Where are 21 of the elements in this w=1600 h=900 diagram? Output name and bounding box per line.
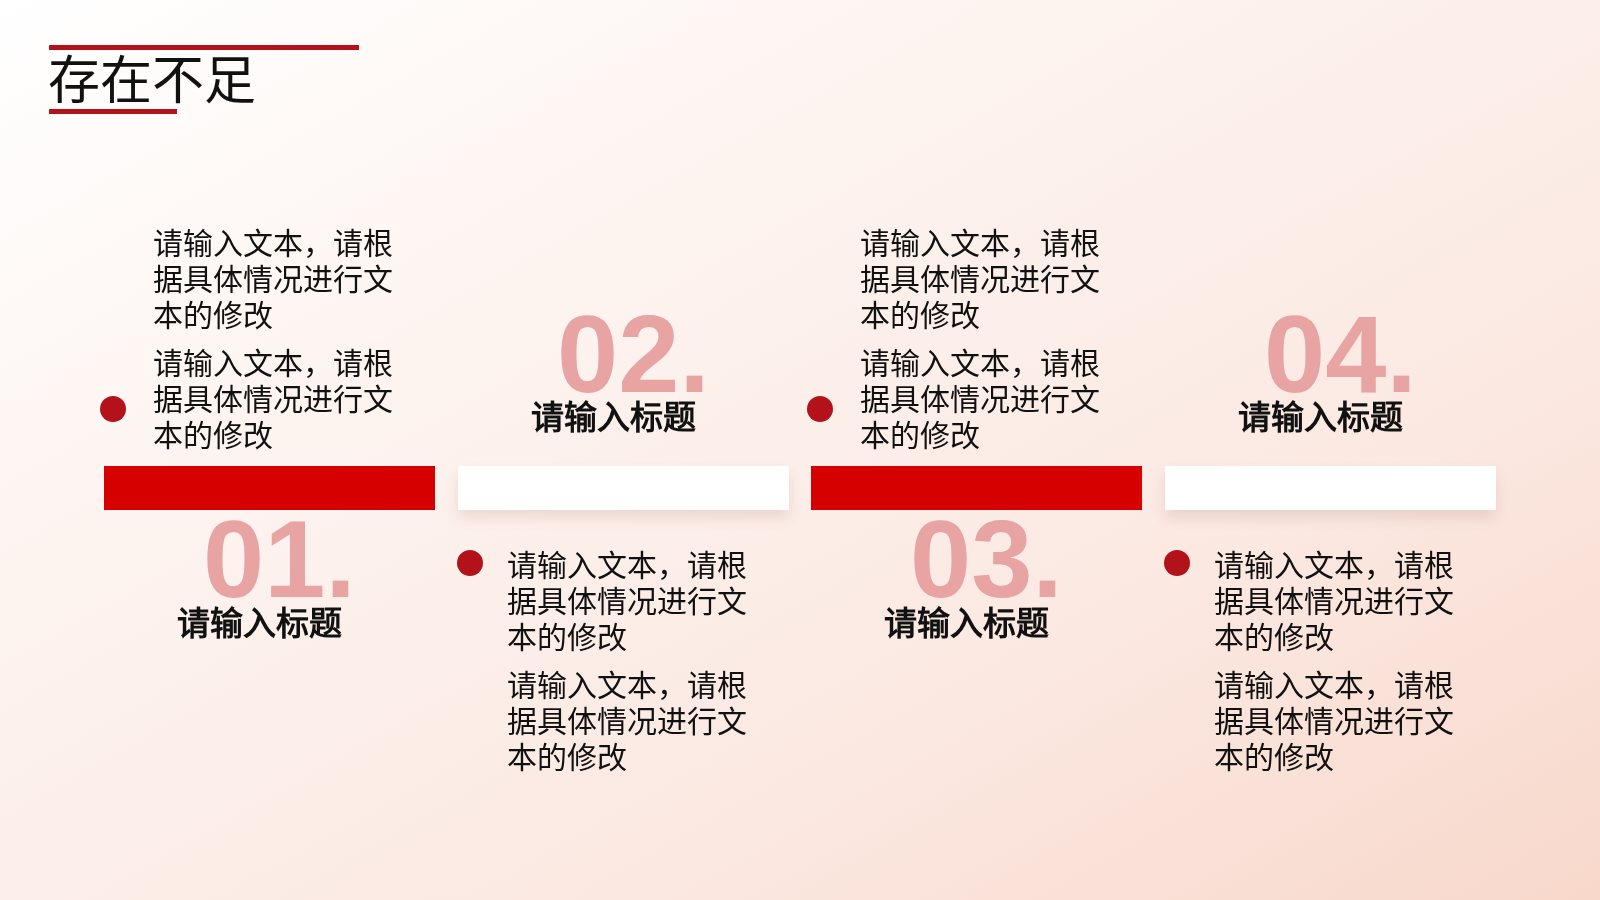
timeline-bar: [1165, 466, 1496, 510]
step-heading: 请输入标题: [1237, 398, 1403, 438]
step-number: 04.: [1264, 310, 1417, 398]
body-text: 请输入文本，请根据具体情况进行文本的修改: [1214, 668, 1455, 776]
body-text: 请输入文本，请根据具体情况进行文本的修改: [860, 346, 1101, 454]
body-text: 请输入文本，请根据具体情况进行文本的修改: [153, 346, 394, 454]
step-heading: 请输入标题: [530, 398, 696, 438]
body-text: 请输入文本，请根据具体情况进行文本的修改: [1214, 548, 1455, 656]
step-heading: 请输入标题: [883, 604, 1049, 644]
timeline-bar: [811, 466, 1142, 510]
timeline-bar: [104, 466, 435, 510]
step-number: 03.: [910, 515, 1063, 603]
timeline-bar: [458, 466, 789, 510]
body-text: 请输入文本，请根据具体情况进行文本的修改: [507, 668, 748, 776]
body-text: 请输入文本，请根据具体情况进行文本的修改: [860, 226, 1101, 334]
step-number: 01.: [203, 515, 356, 603]
body-text: 请输入文本，请根据具体情况进行文本的修改: [153, 226, 394, 334]
title: 存在不足: [48, 55, 256, 107]
step-number: 02.: [557, 310, 710, 398]
body-text: 请输入文本，请根据具体情况进行文本的修改: [507, 548, 748, 656]
step-heading: 请输入标题: [176, 604, 342, 644]
